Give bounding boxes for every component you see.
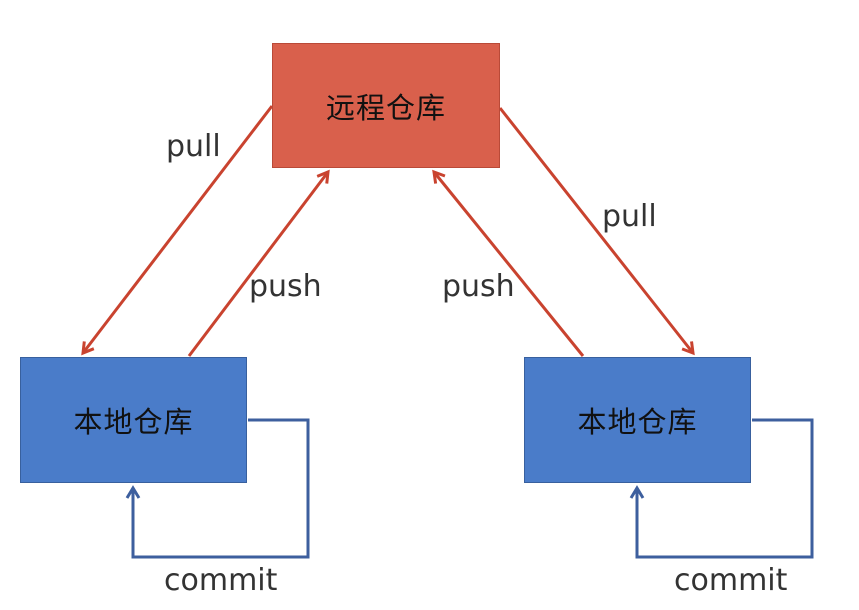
pull-arrow-left	[81, 105, 274, 356]
push-arrow-left	[187, 169, 330, 357]
local-repository-label-right: 本地仓库	[577, 405, 698, 439]
push-label-left: push	[249, 269, 322, 304]
push-label-right: push	[442, 269, 515, 304]
commit-arrow-left	[125, 418, 310, 559]
pull-label-right: pull	[602, 199, 657, 234]
local-repository-box-right: 本地仓库	[524, 357, 751, 483]
local-repository-box-left: 本地仓库	[20, 357, 247, 483]
local-repository-label-left: 本地仓库	[73, 405, 194, 439]
pull-label-left: pull	[166, 129, 221, 164]
remote-repository-label: 远程仓库	[325, 90, 446, 125]
remote-repository-box: 远程仓库	[272, 43, 500, 168]
pull-arrow-right	[498, 107, 695, 356]
commit-label-right: commit	[674, 563, 788, 598]
commit-label-left: commit	[164, 563, 278, 598]
push-arrow-right	[432, 169, 585, 357]
commit-arrow-right	[629, 418, 814, 559]
